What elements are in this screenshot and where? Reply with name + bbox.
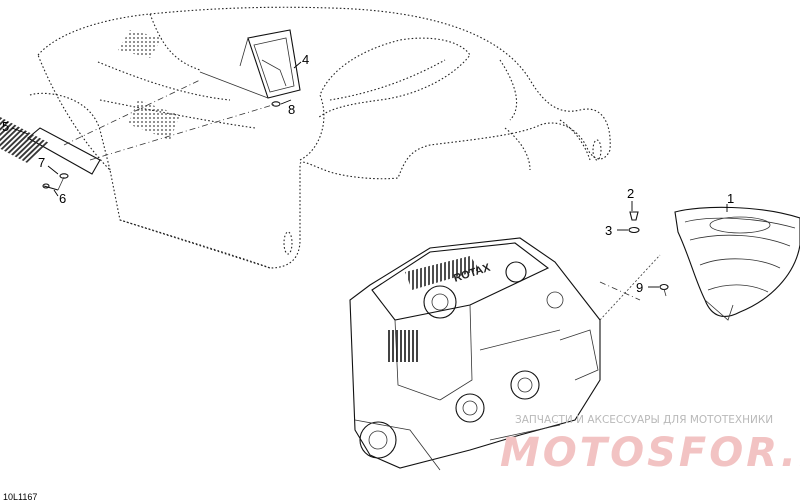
- silencer-fasteners: [628, 211, 669, 297]
- callout-7: 7: [38, 155, 45, 170]
- callout-2: 2: [627, 186, 634, 201]
- callout-8: 8: [288, 102, 295, 117]
- callout-9: 9: [636, 280, 643, 295]
- cylinder-head-fins: [405, 256, 480, 290]
- callout-leaders: [11, 61, 728, 288]
- vent-grille: [0, 115, 101, 175]
- gauge-support-panel: [199, 29, 301, 99]
- hood-outline: [29, 6, 611, 269]
- engine-assembly: ROTAX: [349, 237, 661, 471]
- drawing-code: 10L1167: [3, 492, 37, 502]
- upper-vent-mesh: [118, 30, 162, 58]
- callout-5: 5: [2, 119, 9, 134]
- watermark-site: MOTOSFOR.RU: [500, 430, 800, 476]
- callout-1: 1: [727, 191, 734, 206]
- grille-fasteners: [42, 173, 69, 191]
- watermark-tagline: ЗАПЧАСТИ И АКСЕССУАРЫ ДЛЯ МОТОТЕХНИКИ: [515, 414, 773, 426]
- callout-4: 4: [302, 52, 309, 67]
- watermark: ЗАПЧАСТИ И АКСЕССУАРЫ ДЛЯ МОТОТЕХНИКИ MO…: [500, 414, 800, 476]
- callout-6: 6: [59, 191, 66, 206]
- panel-fasteners: [271, 101, 281, 107]
- callout-3: 3: [605, 223, 612, 238]
- assembly-guide-lines: [63, 79, 641, 301]
- callout-labels: 1 2 3 4 5 6 7 8 9: [2, 52, 734, 295]
- lower-vent-mesh: [128, 100, 180, 140]
- air-intake-silencer: [674, 206, 800, 321]
